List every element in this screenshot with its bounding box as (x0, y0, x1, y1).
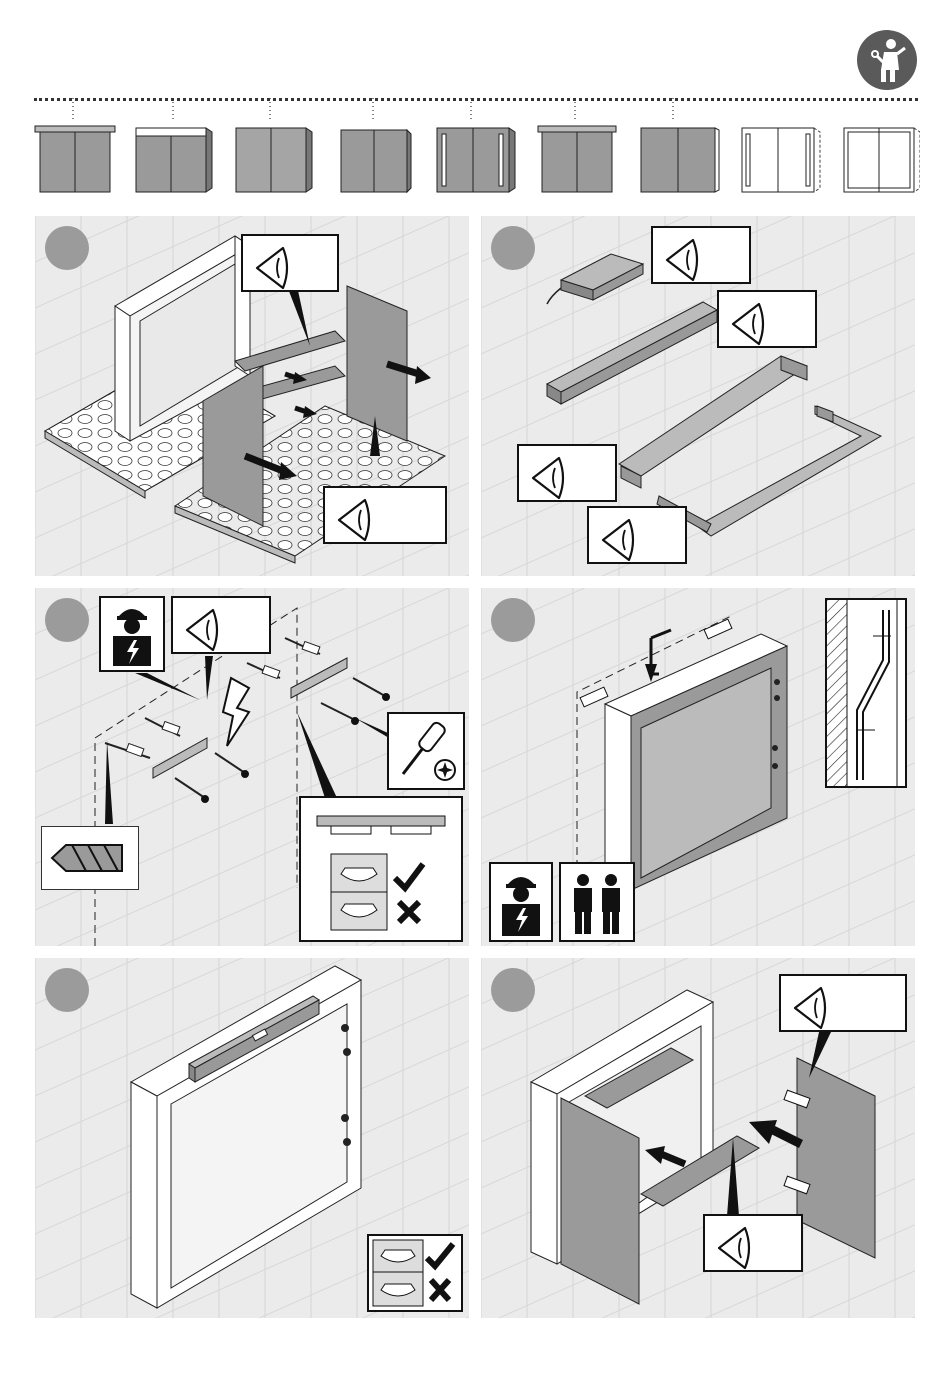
eye-callout-icon (517, 444, 617, 502)
two-persons-icon (559, 862, 635, 942)
step-1-panel (35, 216, 469, 576)
eye-callout-icon (703, 1214, 803, 1272)
header-badge (857, 30, 917, 90)
cabinet-variant-2 (136, 128, 212, 192)
step-6-panel (481, 958, 915, 1318)
step-2-number (491, 226, 535, 270)
hook-detail-inset (825, 598, 907, 788)
step-5-panel (35, 958, 469, 1318)
bracket-level-check (299, 796, 463, 942)
cabinet-variant-6 (538, 126, 616, 192)
cabinet-variants-row (30, 96, 920, 202)
cabinet-level-check (367, 1234, 463, 1312)
eye-callout-icon (323, 486, 447, 544)
cabinet-variant-3 (236, 128, 312, 192)
step-3-panel (35, 588, 469, 946)
eye-callout-icon (717, 290, 817, 348)
electrician-warning-icon (99, 596, 165, 672)
screwdriver-torx-icon (387, 712, 465, 790)
step-2-panel (481, 216, 915, 576)
cabinet-variant-1 (35, 126, 115, 192)
cabinet-variant-5 (437, 128, 515, 192)
step-6-number (491, 968, 535, 1012)
step-1-number (45, 226, 89, 270)
assembly-person-icon (857, 30, 917, 90)
cabinet-variant-9 (844, 128, 920, 192)
eye-callout-icon (171, 596, 271, 654)
electrician-warning-icon (489, 862, 553, 942)
drill-bit-icon (41, 826, 139, 890)
step-4-number (491, 598, 535, 642)
step-3-number (45, 598, 89, 642)
step-5-number (45, 968, 89, 1012)
eye-callout-icon (651, 226, 751, 284)
cabinet-variant-8 (742, 128, 820, 192)
cabinet-variant-7 (641, 128, 719, 192)
eye-callout-icon (779, 974, 907, 1032)
eye-callout-icon (241, 234, 339, 292)
cabinet-variant-4 (341, 130, 411, 192)
eye-callout-icon (587, 506, 687, 564)
step-4-panel (481, 588, 915, 946)
